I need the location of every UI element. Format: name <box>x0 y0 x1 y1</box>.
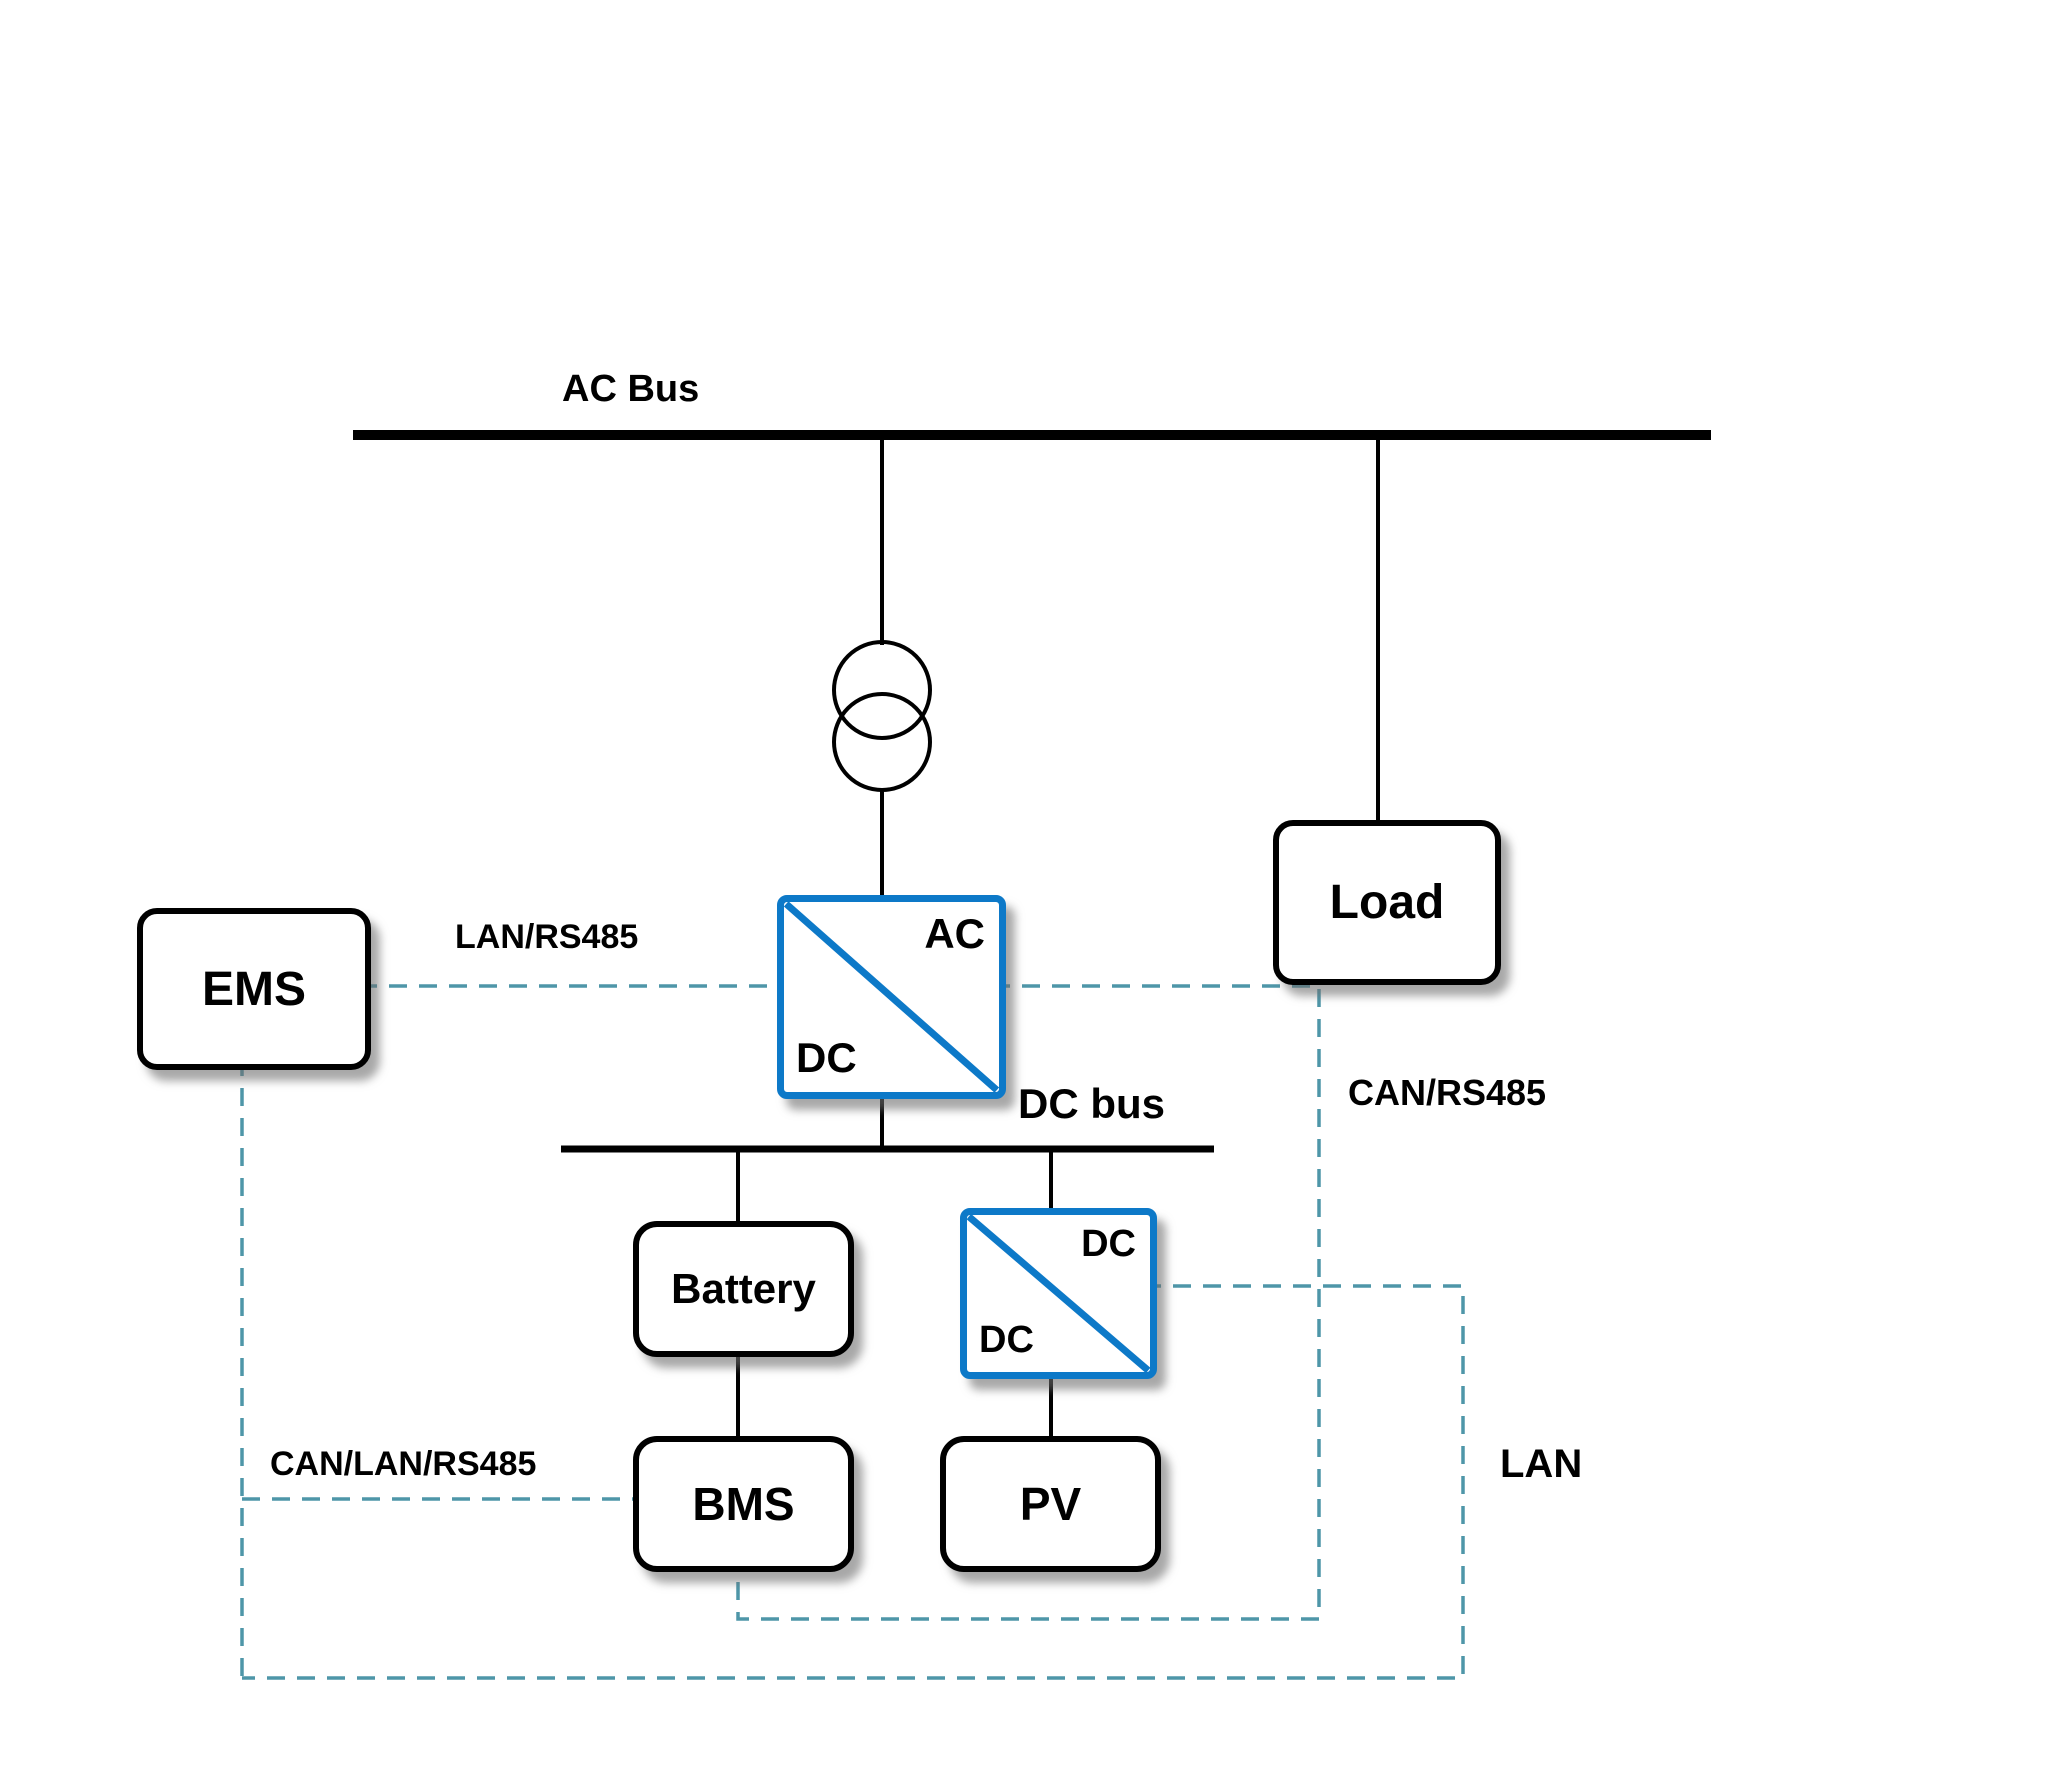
ac-dc-converter-box: AC DC <box>777 895 1006 1099</box>
ems-label: EMS <box>201 962 306 1016</box>
ac-dc-bottom-label: DC <box>796 1034 857 1081</box>
dc-dc-converter-box: DC DC <box>960 1208 1157 1379</box>
load-box: Load <box>1273 820 1501 985</box>
can-rs485-label: CAN/RS485 <box>1348 1072 1547 1113</box>
bms-box: BMS <box>633 1436 854 1572</box>
can-rs485-comm-path <box>736 984 1321 1621</box>
ac-bus-label: AC Bus <box>562 368 700 410</box>
pv-label: PV <box>1019 1478 1082 1530</box>
pv-box: PV <box>940 1436 1161 1572</box>
bms-label: BMS <box>692 1478 795 1530</box>
lan-comm-path <box>242 1284 1465 1680</box>
battery-label: Battery <box>671 1265 816 1312</box>
converter-diagonal-icon <box>967 1215 1150 1372</box>
dc-dc-bottom-label: DC <box>979 1319 1034 1361</box>
battery-box: Battery <box>633 1221 854 1357</box>
lan-label: LAN <box>1500 1442 1583 1486</box>
dc-bus-label: DC bus <box>1018 1080 1165 1127</box>
load-label: Load <box>1329 876 1445 929</box>
lan-rs485-label: LAN/RS485 <box>455 918 639 956</box>
converter-diagonal-icon <box>784 902 999 1092</box>
ac-dc-top-label: AC <box>924 910 985 957</box>
ems-box: EMS <box>137 908 371 1070</box>
transformer-icon <box>832 640 932 792</box>
can-lan-rs485-label: CAN/LAN/RS485 <box>270 1445 537 1483</box>
dc-dc-top-label: DC <box>1081 1223 1136 1265</box>
